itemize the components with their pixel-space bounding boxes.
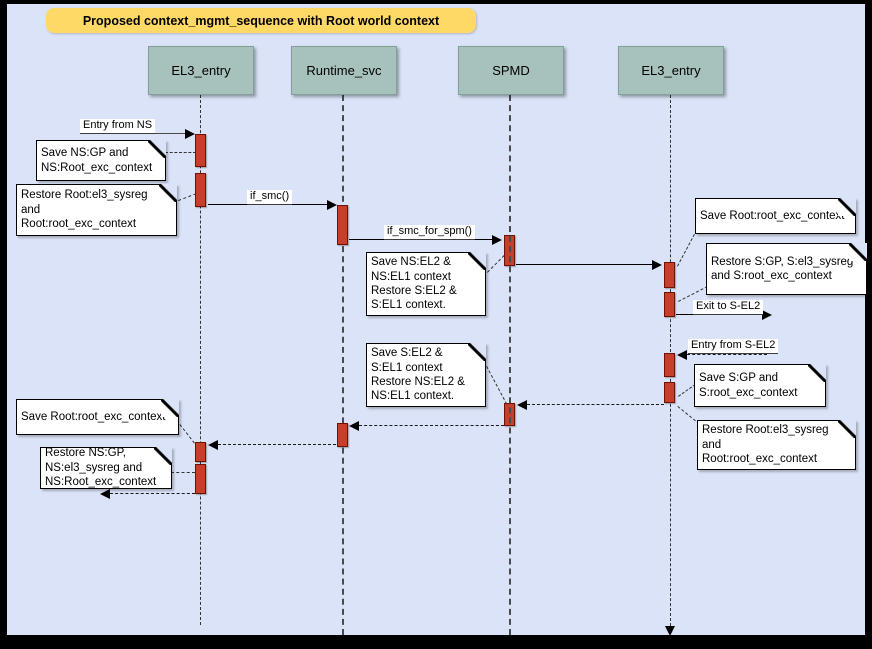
note-fold-icon [468, 343, 486, 361]
actor-el3-entry-left: EL3_entry [148, 46, 254, 95]
arrowhead-icon [517, 400, 527, 410]
arrowhead-icon [185, 129, 195, 139]
note-save-ns-el2: Save NS:EL2 & NS:EL1 context Restore S:E… [366, 252, 486, 316]
arrowhead-icon [349, 421, 359, 431]
note-save-ns-gp: Save NS:GP and NS:Root_exc_context [36, 140, 166, 181]
note-save-root-rec-left: Save Root:root_exc_context [16, 399, 179, 435]
arrowhead-icon [100, 489, 110, 499]
activation-bar [664, 292, 675, 317]
note-connector [165, 152, 196, 153]
message-label-entry-from-s-el2: Entry from S-EL2 [688, 339, 779, 354]
note-text: Save S:EL2 & S:EL1 context Restore NS:EL… [371, 347, 465, 403]
message-label-entry-from-ns: Entry from NS [80, 119, 156, 134]
lifeline-runtime-svc [342, 95, 344, 635]
lifeline-end-arrow-icon [665, 626, 675, 636]
actor-runtime-svc: Runtime_svc [291, 46, 397, 95]
actor-spmd: SPMD [458, 46, 564, 95]
actor-el3-entry-right: EL3_entry [618, 46, 724, 95]
diagram-title: Proposed context_mgmt_sequence with Root… [46, 8, 476, 33]
note-restore-ns-gp: Restore NS:GP, NS:el3_sysreg and NS:Root… [40, 447, 172, 489]
return-line-exit-to-ns [110, 493, 195, 494]
return-line-runtime-to-el3 [218, 444, 336, 445]
note-fold-icon [838, 420, 856, 438]
return-line-el3-to-spmd [527, 404, 664, 405]
message-label-if-smc: if_smc() [247, 190, 293, 205]
note-fold-icon [161, 399, 179, 417]
arrowhead-icon [652, 260, 662, 270]
lifeline-spmd [509, 95, 511, 635]
note-fold-icon [468, 252, 486, 270]
note-fold-icon [849, 243, 867, 261]
message-label-if-smc-for-spm: if_smc_for_spm() [384, 225, 475, 240]
activation-bar [195, 134, 206, 167]
note-text: Save S:GP and S:root_exc_context [699, 372, 798, 399]
note-save-root-rec-right: Save Root:root_exc_context [695, 198, 856, 234]
activation-bar [195, 173, 206, 207]
activation-bar [195, 464, 206, 494]
note-fold-icon [808, 364, 826, 382]
arrowhead-icon [327, 200, 337, 210]
activation-bar [337, 205, 348, 245]
activation-bar [664, 262, 675, 288]
return-line-spmd-to-runtime [359, 425, 504, 426]
arrowhead-icon [492, 235, 502, 245]
note-text: Restore S:GP, S:el3_sysreg and S:root_ex… [711, 255, 854, 282]
note-text: Save Root:root_exc_context [700, 209, 845, 222]
note-fold-icon [148, 140, 166, 158]
note-text: Restore Root:el3_sysreg and Root:root_ex… [21, 189, 148, 231]
activation-bar [664, 353, 675, 377]
note-connector [171, 472, 195, 473]
activation-bar [337, 423, 348, 447]
note-restore-root-left: Restore Root:el3_sysreg and Root:root_ex… [16, 184, 177, 236]
note-text: Save NS:EL2 & NS:EL1 context Restore S:E… [371, 256, 457, 312]
arrowhead-icon [677, 350, 687, 360]
message-line-entry-from-s-el2 [687, 354, 767, 355]
note-restore-s-gp: Restore S:GP, S:el3_sysreg and S:root_ex… [706, 243, 867, 295]
note-restore-root-right: Restore Root:el3_sysreg and Root:root_ex… [697, 420, 856, 470]
note-fold-icon [159, 184, 177, 202]
note-save-s-el2: Save S:EL2 & S:EL1 context Restore NS:EL… [366, 343, 486, 407]
lifeline-el3-entry-left [200, 95, 201, 625]
note-text: Restore Root:el3_sysreg and Root:root_ex… [702, 424, 829, 466]
note-fold-icon [154, 447, 172, 465]
activation-bar [664, 382, 675, 403]
note-text: Restore NS:GP, NS:el3_sysreg and NS:Root… [45, 447, 157, 489]
arrowhead-icon [762, 310, 772, 320]
note-fold-icon [838, 198, 856, 216]
note-save-s-gp: Save S:GP and S:root_exc_context [694, 364, 826, 407]
arrowhead-icon [208, 440, 218, 450]
diagram-background [7, 4, 865, 635]
activation-bar [195, 442, 206, 462]
message-line-spmd-to-el3 [516, 264, 654, 265]
message-label-exit-to-s-el2: Exit to S-EL2 [693, 300, 764, 315]
note-text: Save Root:root_exc_context [21, 410, 166, 423]
note-text: Save NS:GP and NS:Root_exc_context [41, 147, 153, 174]
